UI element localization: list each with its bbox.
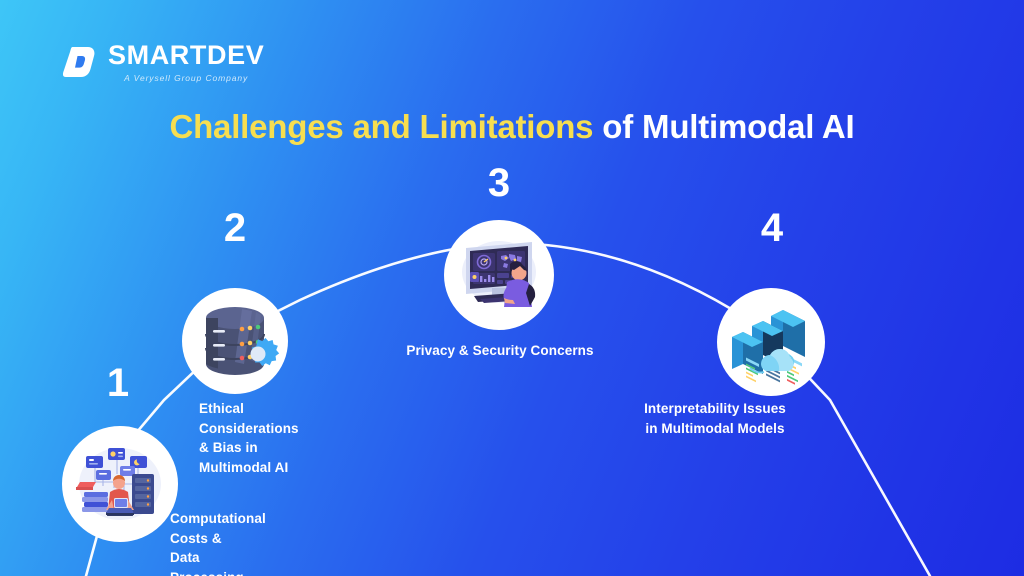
step-4-number: 4 [760, 206, 784, 250]
database-gear-icon [205, 307, 280, 375]
step-3-icon-bubble [444, 220, 554, 330]
brand-tagline: A Verysell Group Company [124, 73, 249, 83]
step-2-label: Ethical Considerations & Bias in Multimo… [199, 401, 299, 475]
step-4-icon-bubble [717, 288, 825, 396]
step-3-number: 3 [487, 161, 511, 205]
page-title-rest: of Multimodal AI [593, 108, 855, 145]
step-1-number: 1 [106, 361, 130, 405]
server-racks-cloud-icon [732, 310, 805, 385]
brand-logo: SMARTDEV A Verysell Group Company [63, 40, 264, 84]
page-title: Challenges and Limitations of Multimodal… [0, 107, 1024, 147]
page-title-highlight: Challenges and Limitations [169, 108, 594, 145]
step-4-label: Interpretability Issues in Multimodal Mo… [644, 401, 786, 436]
step-3-label: Privacy & Security Concerns [406, 343, 594, 358]
security-monitoring-desk-icon [462, 241, 536, 307]
data-processing-developer-icon [76, 448, 161, 520]
step-2-icon-bubble [182, 288, 288, 394]
step-2-number: 2 [223, 206, 247, 250]
step-1-icon-bubble [62, 426, 178, 542]
step-1-label: Computational Costs & Data Processing Ch… [170, 511, 266, 576]
smartdev-d-mark-icon [63, 45, 97, 79]
brand-name: SMARTDEV [108, 40, 265, 70]
